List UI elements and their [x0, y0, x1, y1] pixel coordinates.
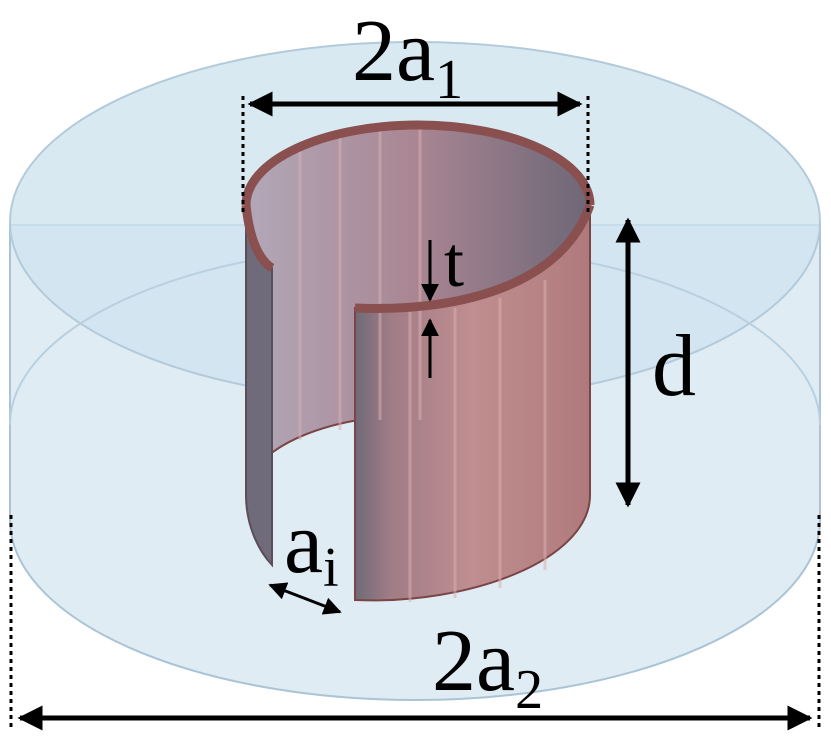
top-diameter-label: 2a1	[352, 3, 463, 111]
bottom-diameter-label: 2a2	[432, 613, 543, 721]
gap-arrow	[268, 582, 342, 615]
split-ring	[241, 120, 595, 602]
guide-lines	[9, 96, 821, 730]
dimension-arrows	[17, 91, 813, 731]
gap-label: ai	[284, 495, 339, 599]
ring-top-rim-left	[241, 204, 275, 272]
ring-top-rim-back	[241, 120, 595, 206]
ring-top-rim-front	[354, 203, 595, 313]
ring-stripes	[298, 126, 547, 602]
height-label: d	[652, 318, 696, 415]
thickness-label: t	[444, 222, 464, 302]
